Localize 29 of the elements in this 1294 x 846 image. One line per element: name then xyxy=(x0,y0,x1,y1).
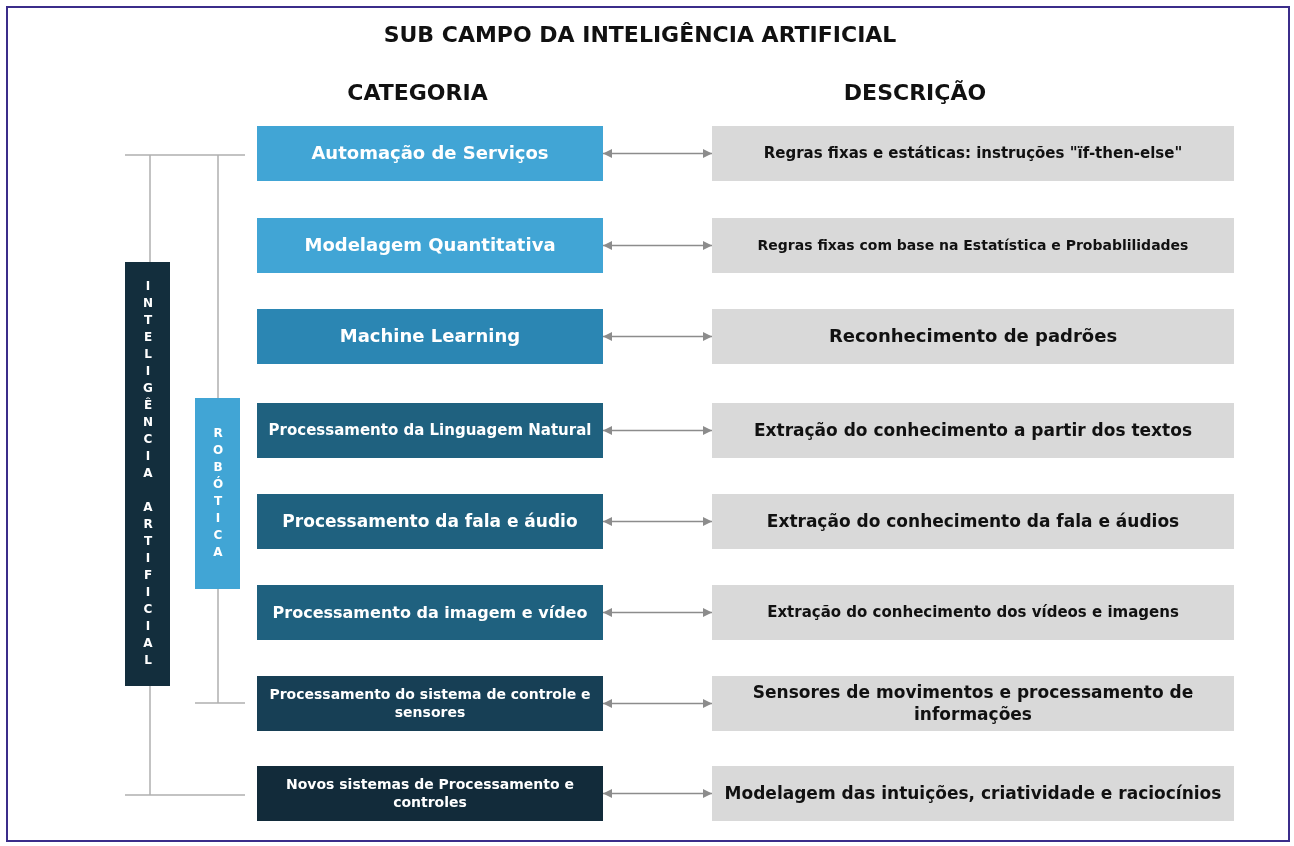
category-box: Automação de Serviços xyxy=(257,126,603,181)
description-box: Extração do conhecimento dos vídeos e imagens xyxy=(712,585,1234,640)
double-arrow xyxy=(602,608,713,617)
description-box: Regras fixas com base na Estatística e Probablilidades xyxy=(712,218,1234,273)
description-box: Extração do conhecimento a partir dos textos xyxy=(712,403,1234,458)
description-box: Regras fixas e estáticas: instruções "ïf-then-else" xyxy=(712,126,1234,181)
category-box: Modelagem Quantitativa xyxy=(257,218,603,273)
category-box: Processamento do sistema de controle e sensores xyxy=(257,676,603,731)
description-box: Reconhecimento de padrões xyxy=(712,309,1234,364)
title: SUB CAMPO DA INTELIGÊNCIA ARTIFICIAL xyxy=(382,22,898,47)
category-box: Processamento da imagem e vídeo xyxy=(257,585,603,640)
double-arrow xyxy=(602,241,713,250)
description-box: Sensores de movimentos e processamento de informações xyxy=(712,676,1234,731)
description-box: Modelagem das intuições, criatividade e raciocínios xyxy=(712,766,1234,821)
double-arrow xyxy=(602,149,713,158)
category-box: Machine Learning xyxy=(257,309,603,364)
double-arrow xyxy=(602,789,713,798)
vertical-label-bar: INTELIGÊNCIA ARTIFICIAL xyxy=(125,262,170,686)
double-arrow xyxy=(602,517,713,526)
column-heading: CATEGORIA xyxy=(346,80,489,105)
double-arrow xyxy=(602,699,713,708)
description-box: Extração do conhecimento da fala e áudios xyxy=(712,494,1234,549)
double-arrow xyxy=(602,332,713,341)
category-box: Novos sistemas de Processamento e controles xyxy=(257,766,603,821)
vertical-label-bar: ROBÓTICA xyxy=(195,398,240,589)
category-box: Processamento da Linguagem Natural xyxy=(257,403,603,458)
category-box: Processamento da fala e áudio xyxy=(257,494,603,549)
double-arrow xyxy=(602,426,713,435)
column-heading: DESCRIÇÃO xyxy=(842,80,988,105)
